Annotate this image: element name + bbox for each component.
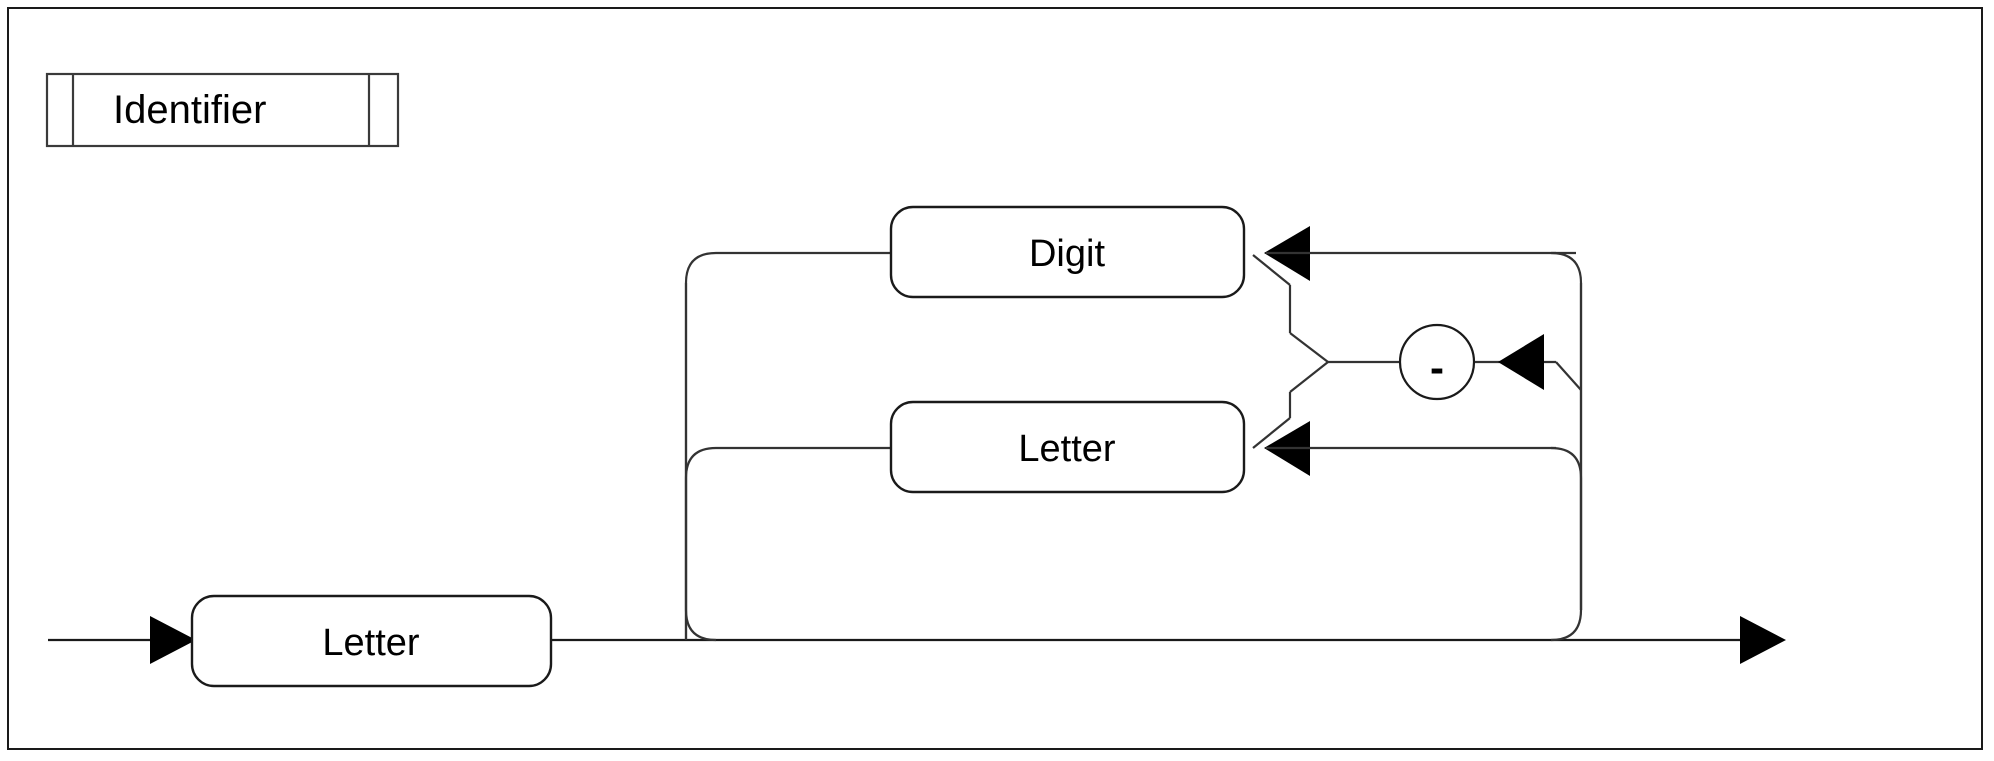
node-letter-start[interactable]: Letter: [190, 594, 553, 688]
main-rail: [48, 616, 1786, 664]
node-dash-circle[interactable]: -: [1398, 323, 1476, 401]
node-letter-middle[interactable]: Letter: [889, 400, 1246, 494]
dash-loop-arrow-icon: [1498, 334, 1544, 390]
loop-left-trunk: [684, 283, 717, 642]
dash-branch-rail: [1252, 254, 1400, 449]
title-box: [45, 72, 400, 148]
node-digit[interactable]: Digit: [889, 205, 1246, 299]
dash-right-rail: [1473, 334, 1582, 391]
page-title: Identifier: [113, 88, 266, 132]
node-dash-label: -: [1430, 344, 1444, 391]
exit-arrow-icon: [1740, 616, 1786, 664]
node-digit-label: Digit: [1029, 233, 1105, 275]
node-letter-middle-label: Letter: [1018, 428, 1116, 470]
entry-arrow-icon: [150, 616, 196, 664]
node-letter-start-label: Letter: [322, 622, 420, 664]
